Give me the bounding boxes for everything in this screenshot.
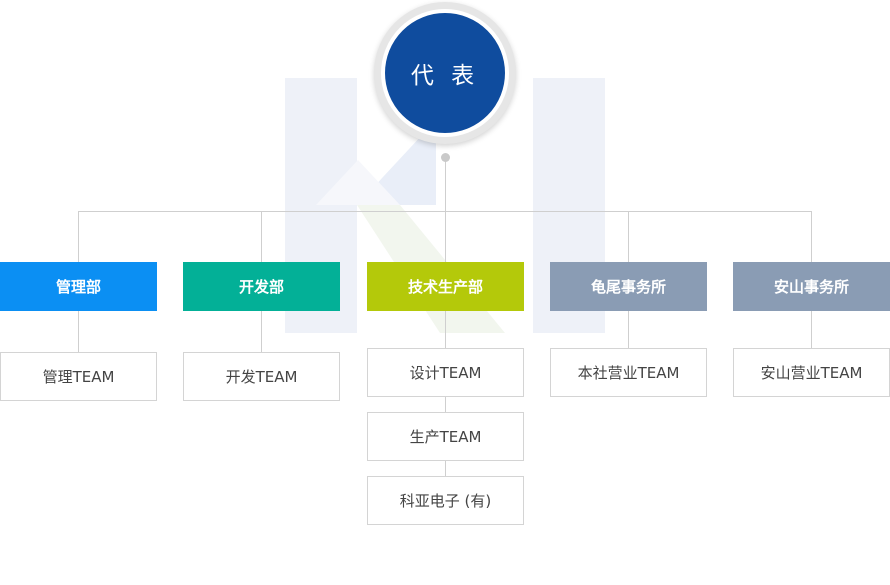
- dept1-team-line: [78, 311, 79, 352]
- branch-line-2: [261, 211, 262, 262]
- team-ansan-sales: 安山营业TEAM: [733, 348, 890, 397]
- dept2-team-line: [261, 311, 262, 352]
- dept-ansan-office-label: 安山事务所: [773, 278, 849, 296]
- dept-production-label: 技术生产部: [407, 278, 483, 296]
- team-development-label: 开发TEAM: [225, 368, 298, 386]
- dept3-team-line-3: [445, 460, 446, 476]
- dept4-team-line: [628, 311, 629, 348]
- team-design: 设计TEAM: [367, 348, 524, 397]
- team-development: 开发TEAM: [183, 352, 340, 401]
- team-management: 管理TEAM: [0, 352, 157, 401]
- team-hq-sales: 本社营业TEAM: [550, 348, 707, 397]
- team-management-label: 管理TEAM: [42, 368, 115, 386]
- team-production: 生产TEAM: [367, 412, 524, 461]
- horizontal-bus-line: [78, 211, 812, 212]
- root-stem-line: [445, 157, 446, 262]
- root-node: 代 表: [381, 9, 509, 137]
- branch-line-4: [628, 211, 629, 262]
- branch-line-1: [78, 211, 79, 262]
- dept5-team-line: [811, 311, 812, 348]
- dept-gumi-office-label: 龟尾事务所: [590, 278, 666, 296]
- dept-management: 管理部: [0, 262, 157, 311]
- dept3-team-line: [445, 311, 446, 348]
- root-node-label: 代 表: [410, 63, 480, 89]
- team-production-label: 生产TEAM: [409, 428, 482, 446]
- branch-line-5: [811, 211, 812, 262]
- dept-gumi-office: 龟尾事务所: [550, 262, 707, 311]
- team-ansan-sales-label: 安山营业TEAM: [760, 364, 863, 382]
- team-hq-sales-label: 本社营业TEAM: [577, 364, 680, 382]
- dept3-team-line-2: [445, 396, 446, 412]
- team-design-label: 设计TEAM: [409, 364, 482, 382]
- team-keya-electronics-label: 科亚电子 (有): [399, 492, 492, 510]
- dept-production: 技术生产部: [367, 262, 524, 311]
- dept-development: 开发部: [183, 262, 340, 311]
- root-connector-dot: [441, 153, 450, 162]
- dept-development-label: 开发部: [238, 278, 284, 296]
- dept-management-label: 管理部: [55, 278, 101, 296]
- dept-ansan-office: 安山事务所: [733, 262, 890, 311]
- team-keya-electronics: 科亚电子 (有): [367, 476, 524, 525]
